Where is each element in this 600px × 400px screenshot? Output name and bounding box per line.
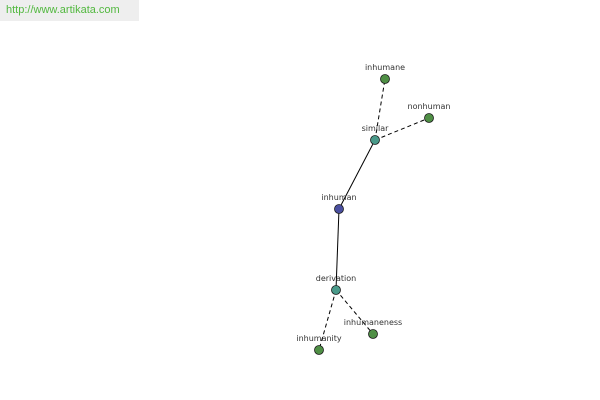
node-derivation[interactable]: derivation [316,274,356,295]
node-dot-inhumanity[interactable] [314,345,324,355]
node-inhumanity[interactable]: inhumanity [296,334,342,355]
site-url-link[interactable]: http://www.artikata.com [6,4,120,16]
edge-inhuman-similar [338,139,376,210]
nodes-layer: inhuman similar derivation inhumane nonhuman… [296,63,450,355]
url-banner: http://www.artikata.com [0,0,139,21]
node-label-inhuman: inhuman [321,193,356,202]
node-dot-inhumaneness[interactable] [368,329,378,339]
node-inhumaneness[interactable]: inhumaneness [344,318,402,339]
node-dot-nonhuman[interactable] [424,113,434,123]
edge-similar-inhumane [374,78,386,141]
edge-similar-nonhuman [374,117,430,141]
node-label-inhumanity: inhumanity [296,334,342,343]
node-dot-similar[interactable] [370,135,380,145]
node-similar[interactable]: similar [362,124,390,145]
node-dot-derivation[interactable] [331,285,341,295]
node-inhuman[interactable]: inhuman [321,193,357,214]
node-nonhuman[interactable]: nonhuman [408,102,451,123]
edges-layer [318,78,430,351]
edge-derivation-inhumanity [318,289,337,351]
edge-inhuman-derivation [335,208,340,291]
node-dot-inhumane[interactable] [380,74,390,84]
node-label-nonhuman: nonhuman [408,102,451,111]
edge-derivation-inhumaneness [335,289,374,335]
node-dot-inhuman[interactable] [334,204,344,214]
node-label-similar: similar [362,124,390,133]
node-label-inhumane: inhumane [365,63,405,72]
node-inhumane[interactable]: inhumane [365,63,405,84]
node-label-inhumaneness: inhumaneness [344,318,402,327]
node-label-derivation: derivation [316,274,356,283]
